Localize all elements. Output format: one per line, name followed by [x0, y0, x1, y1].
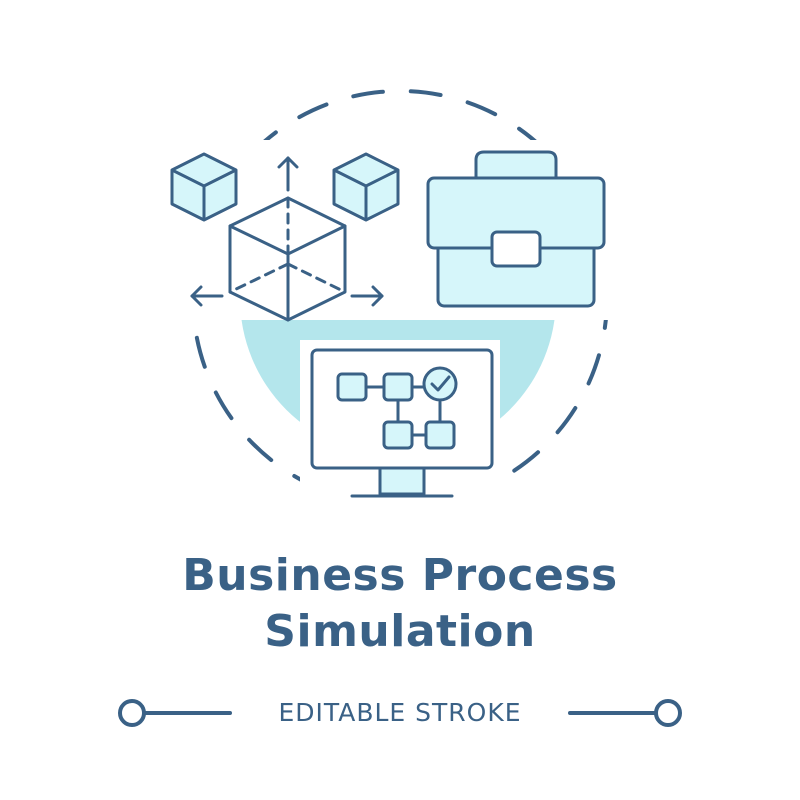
page-title: Business Process Simulation [0, 548, 800, 660]
title-line-1: Business Process [182, 550, 618, 601]
endpoint-circle-icon [654, 699, 682, 727]
editable-stroke-footer: EDITABLE STROKE [0, 690, 800, 736]
flowchart-icon [336, 372, 456, 450]
arrow-icon [190, 156, 384, 307]
title-line-2: Simulation [264, 606, 536, 657]
footer-label: EDITABLE STROKE [278, 698, 522, 727]
business-process-illustration [170, 89, 609, 507]
small-cube-icon [170, 152, 238, 222]
wireframe-cube-icon [228, 196, 347, 322]
endpoint-circle-icon [118, 699, 146, 727]
checkmark-icon [422, 366, 458, 402]
small-cube-icon [332, 152, 400, 222]
footer-decoration [118, 699, 682, 727]
briefcase-icon [426, 150, 606, 308]
